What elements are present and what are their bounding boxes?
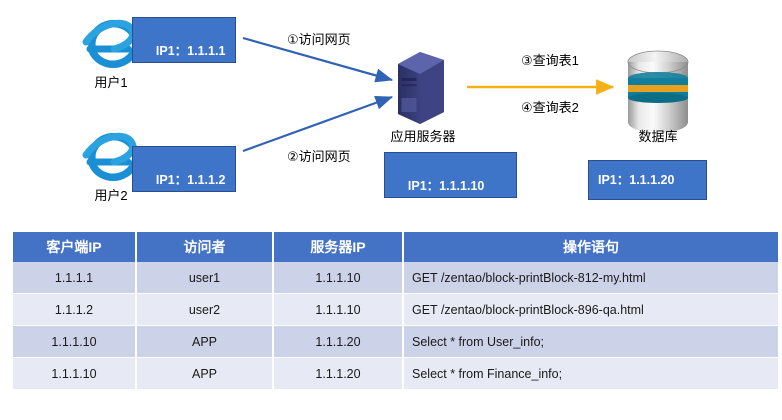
client-1-account: 账号：User1 [155, 80, 229, 95]
client-2-account: 账号：User2 [155, 209, 229, 224]
access-log-table: 客户端IP 访问者 服务器IP 操作语句 1.1.1.1 user1 1.1.1… [13, 232, 778, 390]
cell-server-ip: 1.1.1.20 [273, 325, 404, 358]
cell-statement: Select * from User_info; [403, 325, 778, 358]
column-header-client-ip: 客户端IP [13, 232, 137, 262]
arrow-user2-to-server [242, 95, 394, 153]
cell-client-ip: 1.1.1.10 [13, 325, 137, 358]
cell-server-ip: 1.1.1.10 [273, 293, 404, 326]
server-tower-icon [398, 52, 444, 124]
column-header-visitor: 访问者 [136, 232, 274, 262]
table-header-row: 客户端IP 访问者 服务器IP 操作语句 [13, 232, 778, 262]
db-arrow-caption-1: ③查询表1 [521, 53, 579, 68]
cell-visitor: APP [136, 325, 274, 358]
cell-client-ip: 1.1.1.2 [13, 293, 137, 326]
cell-visitor: user1 [136, 262, 274, 294]
database-info-box: IP1：1.1.1.20 [588, 160, 707, 200]
database-cylinder-icon [627, 50, 689, 133]
server-db-account: 数据库账号：APP [407, 215, 509, 230]
client-2-info-box: IP1：1.1.1.2 账号：User2 [132, 146, 236, 223]
diagram-graphics-layer [82, 19, 689, 181]
cell-statement: Select * from Finance_info; [403, 357, 778, 390]
cell-server-ip: 1.1.1.20 [273, 357, 404, 390]
arrow-caption-1: ①访问网页 [287, 32, 351, 47]
server-info-box: IP1：1.1.1.10 数据库账号：APP [384, 152, 517, 229]
client-2-ip: IP1：1.1.1.2 [155, 173, 226, 188]
cell-client-ip: 1.1.1.1 [13, 262, 137, 294]
column-header-server-ip: 服务器IP [273, 232, 404, 262]
client-2-label: 用户2 [94, 188, 128, 203]
database-ip: IP1：1.1.1.20 [598, 172, 675, 187]
arrow-user1-to-server [242, 36, 394, 83]
arrow-caption-2: ②访问网页 [287, 149, 351, 164]
server-label: 应用服务器 [390, 129, 456, 144]
column-header-statement: 操作语句 [403, 232, 778, 262]
table-row: 1.1.1.10 APP 1.1.1.20 Select * from User… [13, 325, 778, 358]
client-1-label: 用户1 [94, 75, 128, 90]
client-1-ip: IP1：1.1.1.1 [155, 44, 226, 59]
cell-visitor: user2 [136, 293, 274, 326]
cell-visitor: APP [136, 357, 274, 390]
database-label: 数据库 [638, 129, 678, 144]
table-row: 1.1.1.2 user2 1.1.1.10 GET /zentao/block… [13, 293, 778, 326]
client-1-info-box: IP1：1.1.1.1 账号：User1 [132, 17, 236, 94]
cell-statement: GET /zentao/block-printBlock-812-my.html [403, 262, 778, 294]
cell-statement: GET /zentao/block-printBlock-896-qa.html [403, 293, 778, 326]
table-row: 1.1.1.10 APP 1.1.1.20 Select * from Fina… [13, 357, 778, 390]
architecture-diagram: 用户1 用户2 IP1：1.1.1.1 账号：User1 IP1：1.1.1.2… [82, 17, 707, 229]
cell-server-ip: 1.1.1.10 [273, 262, 404, 294]
internet-explorer-logo [82, 19, 140, 68]
internet-explorer-logo [82, 132, 140, 181]
table-row: 1.1.1.1 user1 1.1.1.10 GET /zentao/block… [13, 262, 778, 294]
server-ip: IP1：1.1.1.10 [407, 179, 485, 194]
db-arrow-caption-2: ④查询表2 [521, 100, 579, 115]
cell-client-ip: 1.1.1.10 [13, 357, 137, 390]
